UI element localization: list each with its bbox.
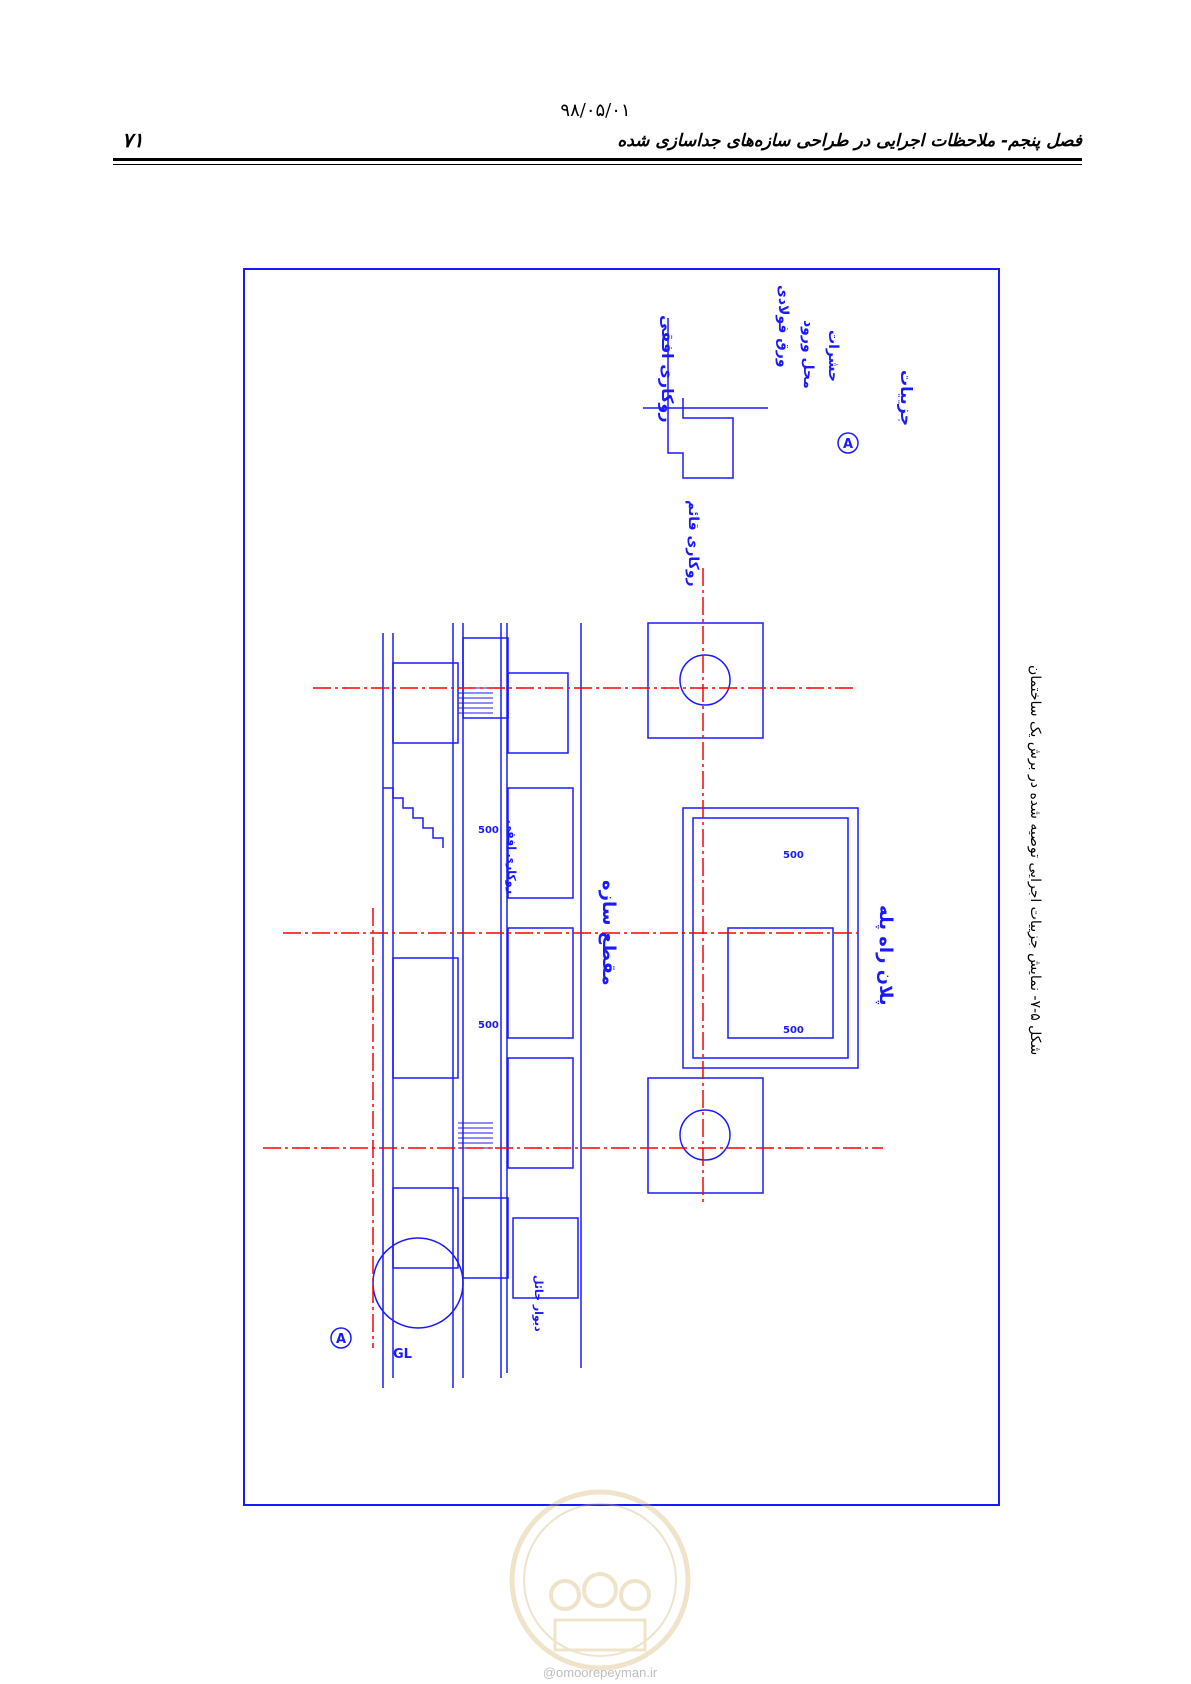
detail-marker-a: A <box>336 1332 346 1347</box>
rotated-horizontal-cover: روکاری افقی <box>505 820 518 894</box>
movement-label: حشرات <box>825 330 841 382</box>
dim-500-a: 500 <box>478 825 499 836</box>
gl-label: GL <box>393 1347 412 1362</box>
dim-500-b: 500 <box>478 1020 499 1031</box>
section-title: مقطع سازه <box>598 880 619 986</box>
stair-steps <box>383 787 444 848</box>
figure-caption: شکل ۵-۷- نمایش جزییات اجرایی توصیه شده د… <box>1027 665 1043 1056</box>
detail-a-profile <box>667 318 734 479</box>
header-rule-thick <box>113 158 1082 161</box>
detail-marker-a-2: A <box>843 437 853 452</box>
header-rule-thin <box>113 164 1082 165</box>
plan-elevator <box>727 927 834 1039</box>
dim-500-c: 500 <box>783 850 804 861</box>
drawing-frame <box>243 268 1000 1506</box>
dim-500-d: 500 <box>783 1025 804 1036</box>
grid-axis-lines <box>263 568 883 1348</box>
construction-drawing: GL A A 500 500 500 500 <box>263 318 883 1388</box>
detail-circle <box>372 1237 464 1329</box>
watermark-url: @omoorepeyman.ir <box>542 1665 658 1680</box>
plan-stair-outer <box>682 807 859 1069</box>
entry-cut-label: محل ورود <box>800 320 816 389</box>
plan-title: پلان راه پله <box>875 905 896 1006</box>
plan-stair-inner <box>692 817 849 1059</box>
plan-column-square-bottom <box>647 1077 764 1194</box>
retaining-wall-label: دیوار حائل <box>532 1275 545 1332</box>
chapter-title: فصل پنجم- ملاحظات اجرایی در طراحی سازه‌ه… <box>617 131 1082 151</box>
document-date: ۹۸/۰۵/۰۱ <box>560 100 631 121</box>
horizontal-cover-label: روکاری افقی <box>658 315 677 423</box>
section-column-blocks <box>392 637 579 1299</box>
vertical-cover-label: روکاری قائم <box>685 500 701 587</box>
watermark-logo <box>509 1489 691 1671</box>
plan-column-square-top <box>647 622 764 739</box>
page-number: ۷۱ <box>122 128 144 152</box>
isolator-bottom <box>458 1122 493 1149</box>
section-frame-lines <box>382 623 582 1388</box>
steel-sheet-label: ورق فولادی <box>775 285 791 368</box>
detail-caption: جزییات <box>897 370 916 427</box>
